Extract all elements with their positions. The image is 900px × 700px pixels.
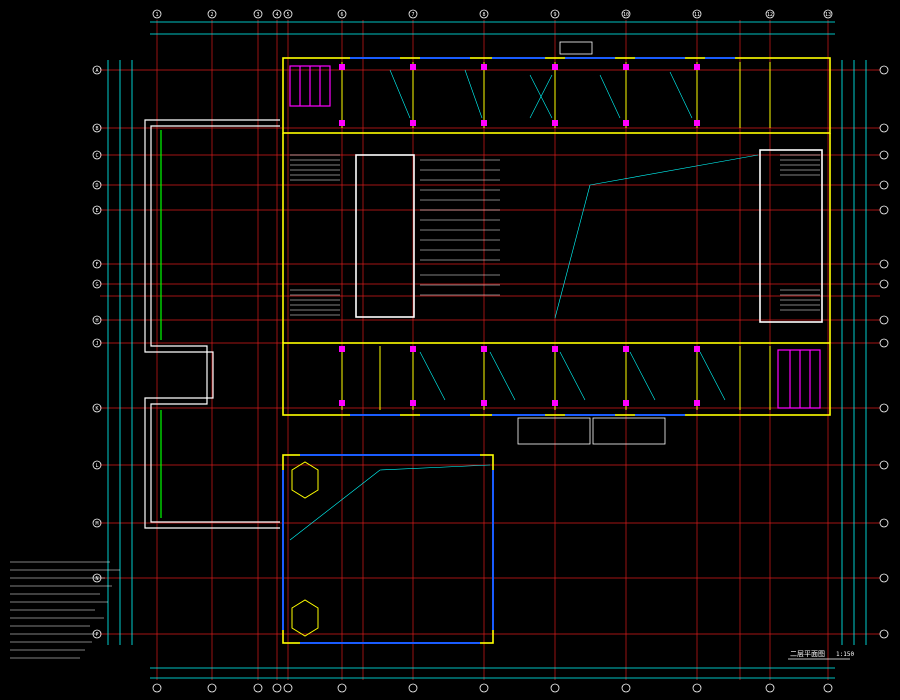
grid-bubbles [92,9,889,693]
grid-label-side-g: G [95,282,98,288]
staircases [290,154,820,316]
grid-label-side-p: P [95,632,98,638]
grid-label-side-j: J [95,341,98,347]
grid-label-side-k: K [95,406,98,412]
drawing-title: 二层平面图 [790,650,825,658]
grid-label-top-11: 11 [694,12,700,18]
grid-label-top-5: 5 [286,12,289,18]
room-diagonals [289,69,759,541]
drawing-scale: 1:150 [836,651,854,658]
dimension-lines [107,21,867,679]
column-markers [339,64,700,406]
grid-label-top-3: 3 [256,12,259,18]
grid-label-top-13: 13 [825,12,831,18]
grid-label-top-12: 12 [767,12,773,18]
grid-label-side-h: H [95,318,98,324]
windows [282,57,735,644]
grid-label-side-f: F [95,262,98,268]
grid-label-top-6: 6 [340,12,343,18]
grid-label-side-c: C [95,153,98,159]
grid-label-side-e: E [95,208,98,214]
grid-label-top-4: 4 [275,12,278,18]
notes-block [10,561,120,659]
bottom-rooms [341,346,771,410]
annex-blocks [517,41,666,445]
grid-label-side-m: M [95,521,98,527]
west-wing [144,119,280,529]
grid-label-top-1: 1 [155,12,158,18]
grid-labels: 1 2 3 4 5 6 7 8 9 10 11 12 13 14 15 16 1… [95,12,831,638]
grid-label-side-n: N [95,576,98,582]
grid-label-top-7: 7 [411,12,414,18]
axis-grid [100,20,880,680]
toilet-fixtures [289,65,821,409]
grid-label-side-b: B [95,126,98,132]
grid-label-side-l: L [95,463,98,469]
grid-label-top-8: 8 [482,12,485,18]
south-hall-corners [291,461,319,637]
title-block: 二层平面图 1:150 [788,650,854,660]
grid-label-side-a: A [95,68,98,74]
grid-label-side-d: D [95,183,98,189]
grid-label-top-10: 10 [623,12,629,18]
top-rooms [341,62,771,128]
grid-label-top-9: 9 [553,12,556,18]
grid-label-top-2: 2 [210,12,213,18]
